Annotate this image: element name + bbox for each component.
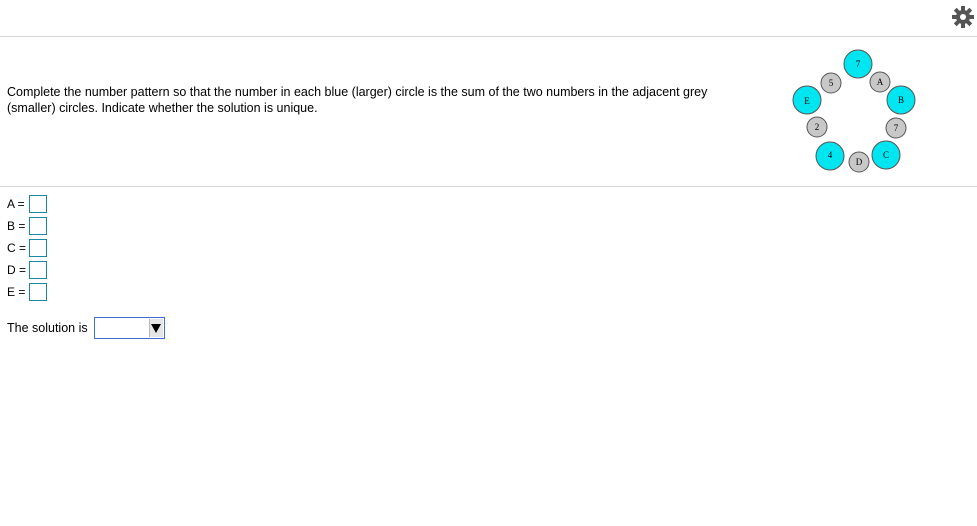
svg-text:7: 7 — [894, 123, 899, 133]
svg-text:5: 5 — [829, 78, 834, 88]
answer-b-input[interactable] — [29, 217, 47, 235]
answer-e-input[interactable] — [29, 283, 47, 301]
blue-circle: C — [871, 140, 901, 170]
blue-circle: 7 — [843, 49, 873, 79]
answer-row-d: D = — [7, 259, 47, 281]
answer-label: E = — [7, 285, 26, 299]
gear-icon[interactable] — [952, 6, 974, 28]
solution-label: The solution is — [7, 321, 88, 335]
answer-label: D = — [7, 263, 27, 277]
blue-circle: 4 — [815, 141, 845, 171]
svg-text:D: D — [856, 157, 863, 167]
number-pattern-diagram: 7 B C 4 E A 7 D — [780, 40, 930, 180]
answer-row-b: B = — [7, 215, 47, 237]
svg-text:B: B — [898, 95, 904, 105]
svg-text:E: E — [804, 96, 810, 106]
grey-circle: A — [869, 71, 891, 93]
answer-label: A = — [7, 197, 25, 211]
question-text: Complete the number pattern so that the … — [7, 85, 708, 115]
svg-text:A: A — [877, 77, 884, 87]
answer-row-e: E = — [7, 281, 47, 303]
grey-circle: D — [848, 151, 870, 173]
answer-a-input[interactable] — [29, 195, 47, 213]
answer-fields: A = B = C = D = E = — [7, 193, 47, 303]
section-divider — [0, 186, 977, 187]
solution-row: The solution is — [7, 317, 165, 339]
chevron-down-icon[interactable] — [148, 319, 163, 337]
grey-circle: 2 — [806, 116, 828, 138]
svg-text:4: 4 — [828, 150, 833, 160]
top-divider — [0, 36, 977, 37]
solution-select[interactable] — [93, 317, 165, 339]
answer-label: C = — [7, 241, 27, 255]
answer-d-input[interactable] — [29, 261, 47, 279]
answer-c-input[interactable] — [29, 239, 47, 257]
grey-circle: 7 — [885, 117, 907, 139]
svg-text:7: 7 — [856, 59, 861, 69]
answer-label: B = — [7, 219, 26, 233]
svg-text:C: C — [883, 150, 889, 160]
blue-circle: B — [886, 85, 916, 115]
answer-row-c: C = — [7, 237, 47, 259]
answer-row-a: A = — [7, 193, 47, 215]
svg-text:2: 2 — [815, 122, 820, 132]
blue-circle: E — [792, 85, 822, 115]
grey-circle: 5 — [820, 72, 842, 94]
